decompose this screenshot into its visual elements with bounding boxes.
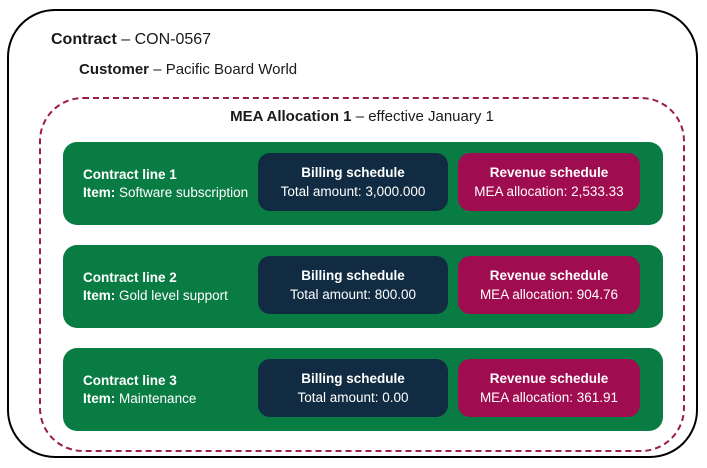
billing-total-amount: Total amount: 3,000.000 [281, 182, 426, 201]
billing-schedule-box: Billing schedule Total amount: 800.00 [258, 256, 448, 314]
revenue-schedule-box: Revenue schedule MEA allocation: 361.91 [458, 359, 640, 417]
contract-line-row-1: Contract line 1 Item: Software subscript… [63, 142, 663, 225]
item-value: Maintenance [119, 390, 197, 406]
contract-line-title: Contract line 1 [83, 166, 177, 182]
billing-amount-value: 0.00 [382, 390, 409, 405]
billing-schedule-box: Billing schedule Total amount: 3,000.000 [258, 153, 448, 211]
contract-line-row-3: Contract line 3 Item: Maintenance Billin… [63, 348, 663, 431]
billing-amount-label: Total amount: [280, 184, 362, 199]
billing-schedule-title: Billing schedule [301, 165, 405, 180]
billing-amount-value: 3,000.000 [365, 184, 426, 199]
contract-line-item: Item: Maintenance [83, 390, 196, 408]
mea-title-name: MEA Allocation 1 [230, 108, 352, 125]
revenue-mea-allocation: MEA allocation: 2,533.33 [474, 182, 623, 201]
mea-title-effective: – effective January 1 [355, 108, 494, 125]
revenue-allocation-value: 2,533.33 [571, 184, 624, 199]
revenue-schedule-title: Revenue schedule [489, 268, 609, 283]
item-value: Software subscription [119, 184, 249, 200]
contract-line-title: Contract line 3 [83, 372, 177, 388]
mea-allocation-group: MEA Allocation 1 – effective January 1 C… [39, 97, 685, 452]
contract-line-item: Item: Gold level support [83, 287, 228, 305]
contract-line-title: Contract line 2 [83, 269, 177, 285]
revenue-allocation-label: MEA allocation: [479, 287, 573, 302]
billing-schedule-box: Billing schedule Total amount: 0.00 [258, 359, 448, 417]
billing-schedule-title: Billing schedule [301, 268, 405, 283]
customer-label: Customer [79, 61, 150, 78]
contract-line-info: Contract line 2 Item: Gold level support [83, 245, 228, 328]
revenue-schedule-title: Revenue schedule [489, 371, 609, 386]
mea-allocation-title: MEA Allocation 1 – effective January 1 [41, 108, 683, 125]
billing-amount-label: Total amount: [297, 390, 379, 405]
revenue-allocation-value: 361.91 [576, 390, 619, 405]
item-label: Item: [83, 184, 116, 200]
billing-total-amount: Total amount: 800.00 [290, 285, 416, 304]
contract-line-row-2: Contract line 2 Item: Gold level support… [63, 245, 663, 328]
billing-amount-value: 800.00 [374, 287, 417, 302]
revenue-schedule-title: Revenue schedule [489, 165, 609, 180]
billing-amount-label: Total amount: [289, 287, 371, 302]
revenue-allocation-label: MEA allocation: [479, 390, 573, 405]
contract-number: – CON-0567 [121, 31, 212, 48]
customer-name: – Pacific Board World [153, 61, 298, 78]
revenue-schedule-box: Revenue schedule MEA allocation: 904.76 [458, 256, 640, 314]
revenue-schedule-box: Revenue schedule MEA allocation: 2,533.3… [458, 153, 640, 211]
contract-line-info: Contract line 1 Item: Software subscript… [83, 142, 248, 225]
item-label: Item: [83, 287, 116, 303]
revenue-allocation-value: 904.76 [576, 287, 619, 302]
contract-line-item: Item: Software subscription [83, 184, 248, 202]
billing-total-amount: Total amount: 0.00 [297, 388, 408, 407]
contract-label: Contract [51, 31, 117, 48]
revenue-mea-allocation: MEA allocation: 904.76 [480, 285, 618, 304]
item-label: Item: [83, 390, 116, 406]
item-value: Gold level support [119, 287, 228, 303]
revenue-mea-allocation: MEA allocation: 361.91 [480, 388, 618, 407]
customer-line: Customer – Pacific Board World [79, 61, 297, 78]
contract-line-info: Contract line 3 Item: Maintenance [83, 348, 196, 431]
revenue-allocation-label: MEA allocation: [474, 184, 568, 199]
contract-container: Contract – CON-0567 Customer – Pacific B… [7, 9, 698, 458]
contract-title: Contract – CON-0567 [51, 31, 211, 49]
billing-schedule-title: Billing schedule [301, 371, 405, 386]
